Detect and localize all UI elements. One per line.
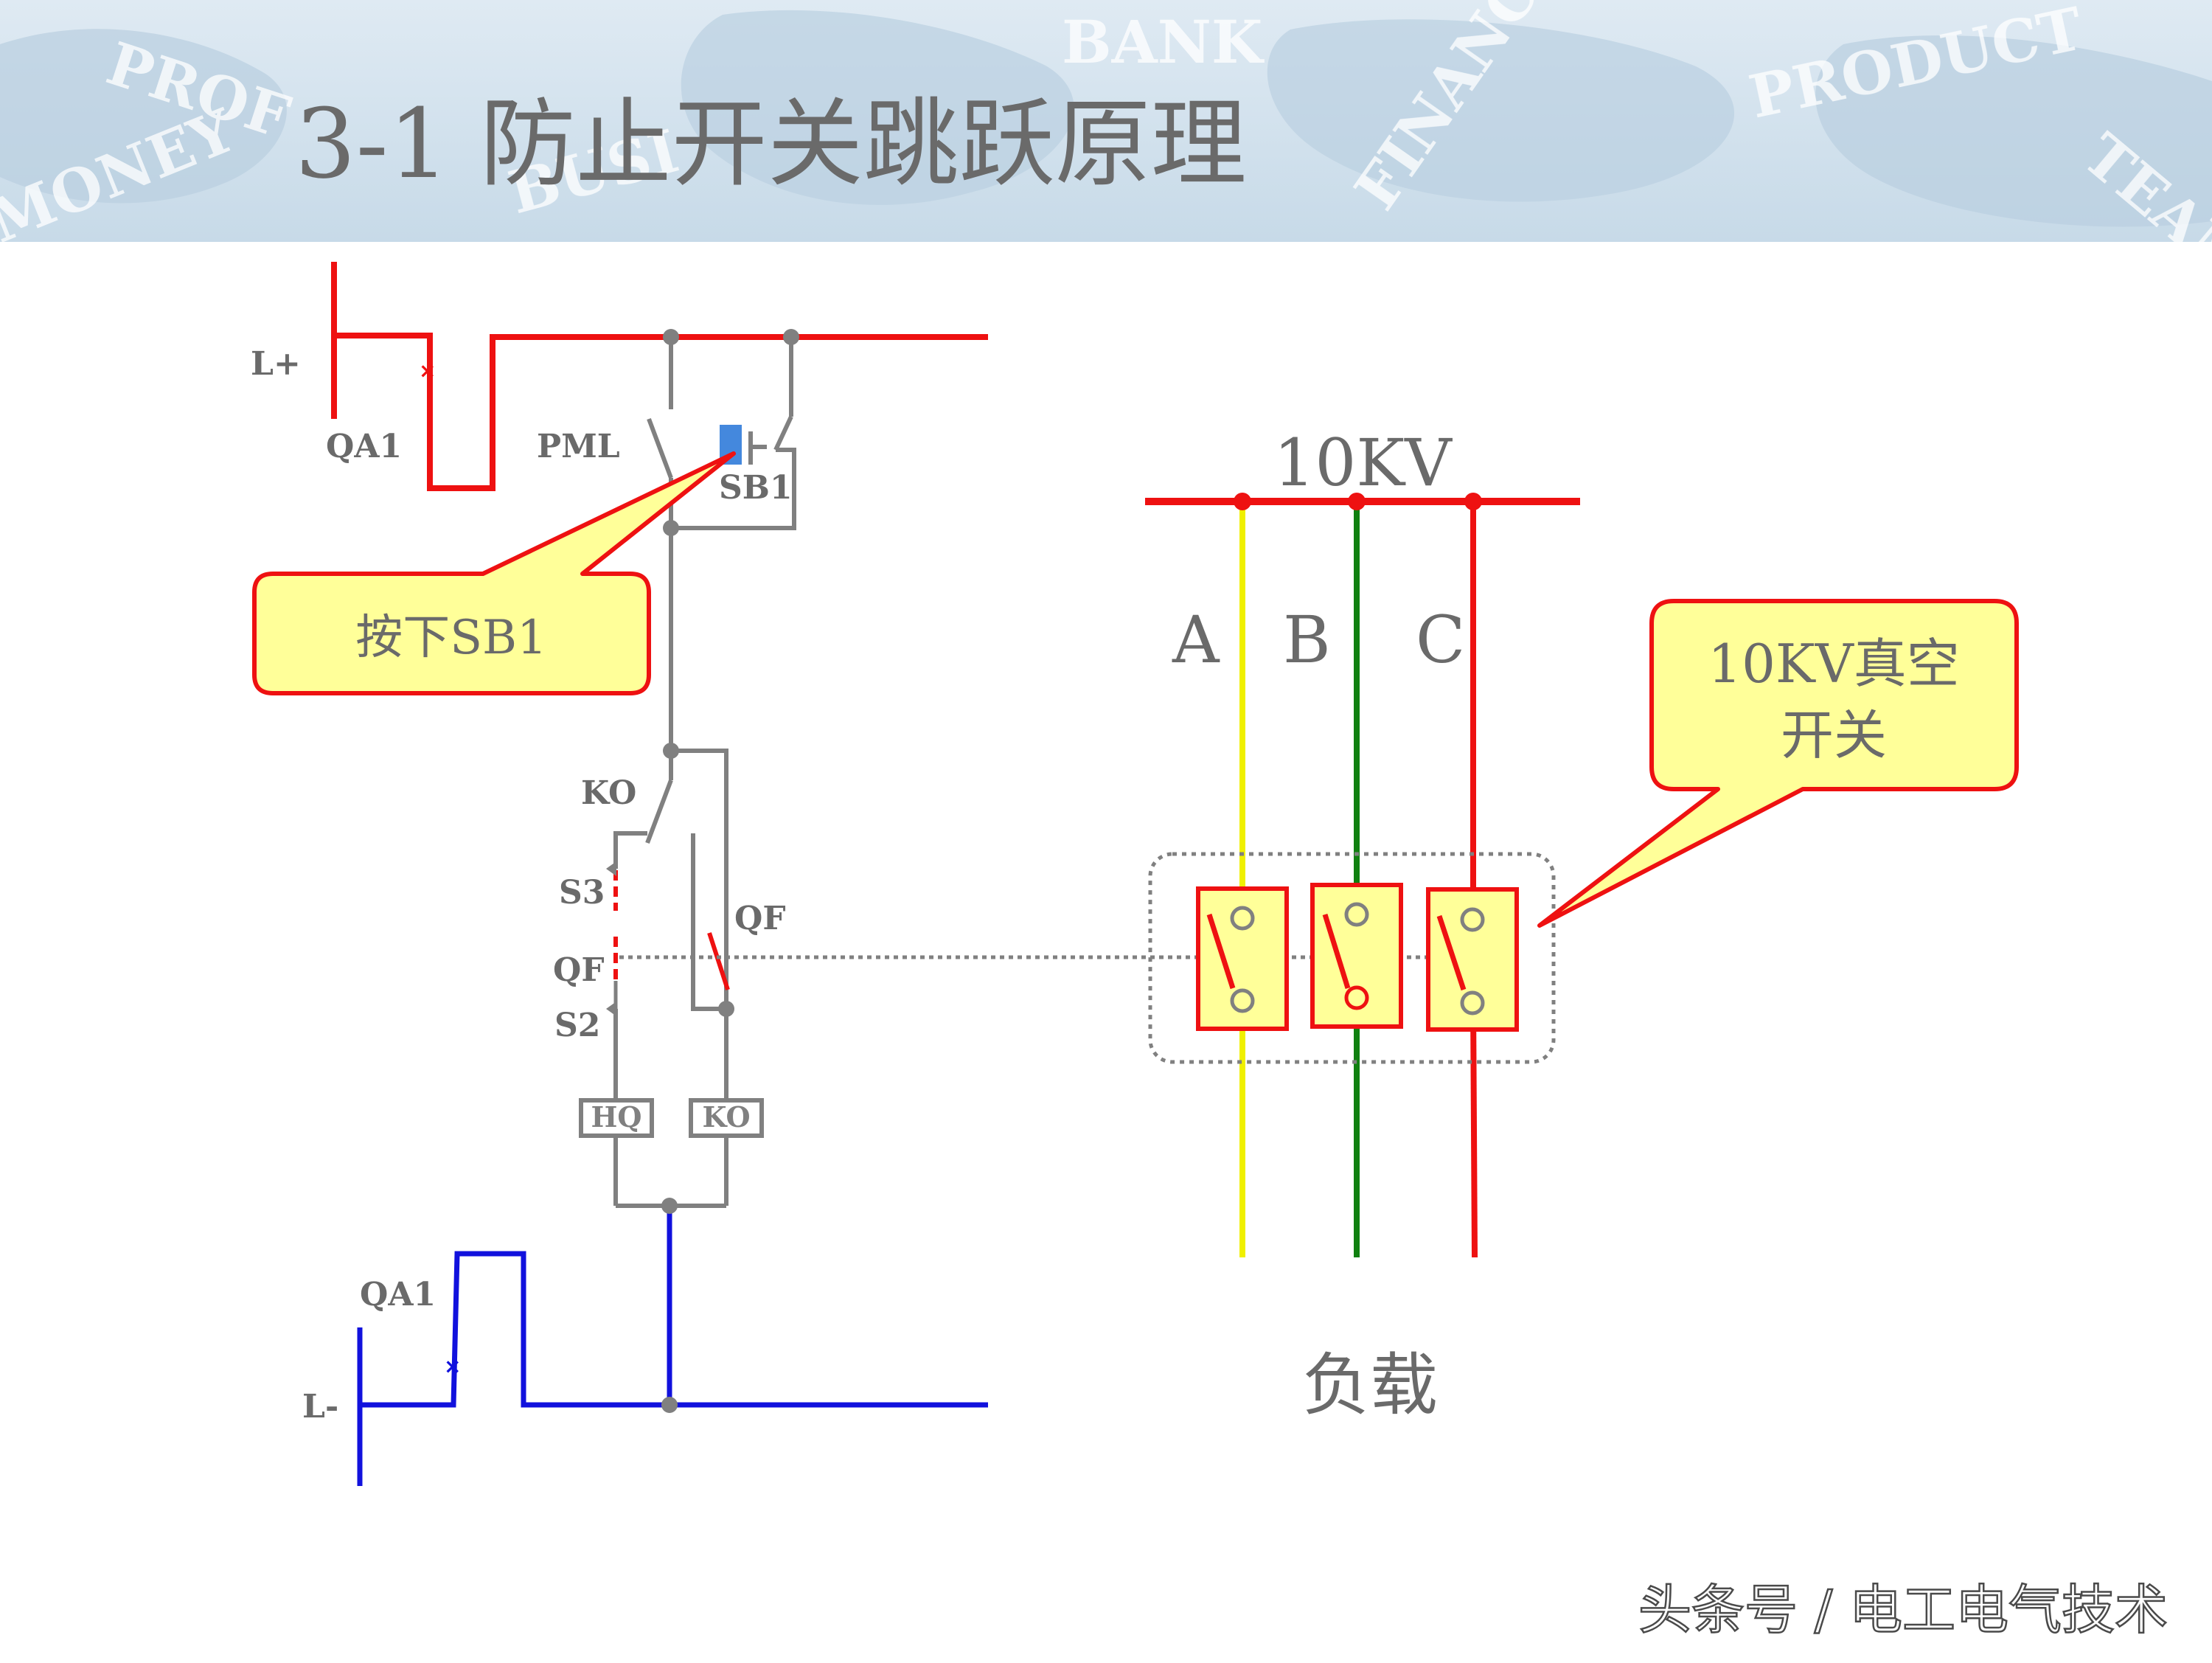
fuse-mark-top: × [419, 358, 436, 383]
breaker-pole-b [1310, 883, 1403, 1029]
vacuum-breaker-frame [1148, 852, 1556, 1064]
negative-bus-wiring [357, 1206, 988, 1486]
qf-right-label: QF [734, 900, 786, 937]
s2-marker [606, 1001, 616, 1016]
control-labels: L+ QA1 PML SB1 KO S3 QF S2 QF QA1 L- [251, 345, 793, 1426]
bus-tap-a [1234, 493, 1251, 510]
phase-a-label: A [1172, 602, 1220, 678]
ko-contact-label: KO [581, 774, 636, 812]
ko-coil-label: KO [702, 1100, 750, 1133]
phase-labels: A B C [1172, 602, 1465, 678]
qf-branch-wire [691, 833, 726, 1011]
source-watermark: 头条号 / 电工电气技术 [1638, 1579, 2168, 1641]
bus-voltage-label: 10KV [1273, 425, 1453, 501]
qa1-top-label: QA1 [326, 428, 402, 465]
header-banner: PROF BANK FINANCE PRODUCT MONEY BUSI TEA… [0, 0, 2212, 302]
negative-wire [360, 1251, 988, 1408]
s3-label: S3 [559, 874, 605, 912]
l-plus-label: L+ [251, 345, 301, 383]
bus-tap-b [1348, 493, 1366, 510]
ko-branch-wire [671, 749, 728, 1009]
aux-contacts [613, 870, 730, 990]
pole-b-upper-terminal [1344, 902, 1369, 927]
sb1-return-wire [671, 448, 796, 530]
qf-left-label: QF [553, 951, 605, 989]
callout-press-sb1: 按下SB1 [252, 451, 736, 695]
sb1-label: SB1 [719, 469, 793, 507]
pml-contact[interactable] [647, 417, 673, 479]
pml-label: PML [537, 428, 620, 465]
qf-aux-contact-right[interactable] [707, 932, 730, 990]
callout-vacuum-switch-line2: 开关 [1781, 704, 1887, 766]
pole-a-upper-terminal [1230, 906, 1255, 931]
junction-dot [663, 520, 679, 536]
banner-map-shape [0, 29, 287, 204]
bus-tap-c [1464, 493, 1482, 510]
junction-dot [661, 1397, 678, 1413]
banner-map-shape [1815, 35, 2212, 227]
callout-vacuum-switch: 10KV真空 开关 [1537, 599, 2019, 928]
load-label: 负载 [1302, 1346, 1438, 1425]
pole-b-blade[interactable] [1322, 913, 1351, 990]
junction-dot [718, 1001, 734, 1017]
hq-coil-label: HQ [591, 1100, 641, 1133]
phase-c-lower-wire [1470, 1002, 1478, 1258]
callout-press-sb1-text: 按下SB1 [355, 611, 547, 665]
pole-c-blade[interactable] [1436, 914, 1467, 991]
phase-c-label: C [1416, 602, 1465, 678]
ko-coil [689, 1098, 764, 1138]
junction-dots [661, 329, 799, 1413]
junction-dot [663, 329, 679, 345]
callout-shape [1537, 599, 2019, 928]
junction-dot [663, 743, 679, 759]
left-branch-wire [613, 831, 647, 869]
junction-dot [783, 329, 799, 345]
banner-map-shape [681, 10, 1074, 205]
callout-vacuum-switch-line1: 10KV真空 [1708, 633, 1959, 695]
pole-a-lower-terminal [1230, 988, 1255, 1013]
phase-b-label: B [1283, 602, 1331, 678]
pole-a-blade[interactable] [1206, 913, 1236, 990]
l-minus-label: L- [302, 1388, 338, 1426]
qa1-bottom-label: QA1 [360, 1276, 436, 1313]
breaker-pole-c [1426, 887, 1519, 1032]
s2-label: S2 [554, 1007, 600, 1044]
junction-dot [661, 1198, 678, 1214]
breaker-pole-a [1196, 886, 1289, 1031]
pole-c-lower-terminal [1460, 990, 1485, 1015]
fuse-mark-bottom: × [444, 1354, 461, 1378]
positive-bus-wiring [331, 262, 988, 491]
banner-map-shape [1267, 19, 1735, 202]
hq-coil [579, 1098, 654, 1138]
pole-b-lower-terminal [1344, 985, 1369, 1010]
pole-c-upper-terminal [1460, 907, 1485, 932]
callout-shape [252, 451, 736, 695]
banner-word: BANK [1062, 7, 1265, 77]
page-title: 3-1 防止开关跳跃原理 [295, 88, 1247, 200]
ko-contact[interactable] [645, 779, 673, 844]
positive-wire [334, 333, 988, 491]
s3-marker [606, 861, 616, 876]
sb1-contact[interactable] [773, 415, 793, 451]
bus-taps [1234, 493, 1482, 510]
